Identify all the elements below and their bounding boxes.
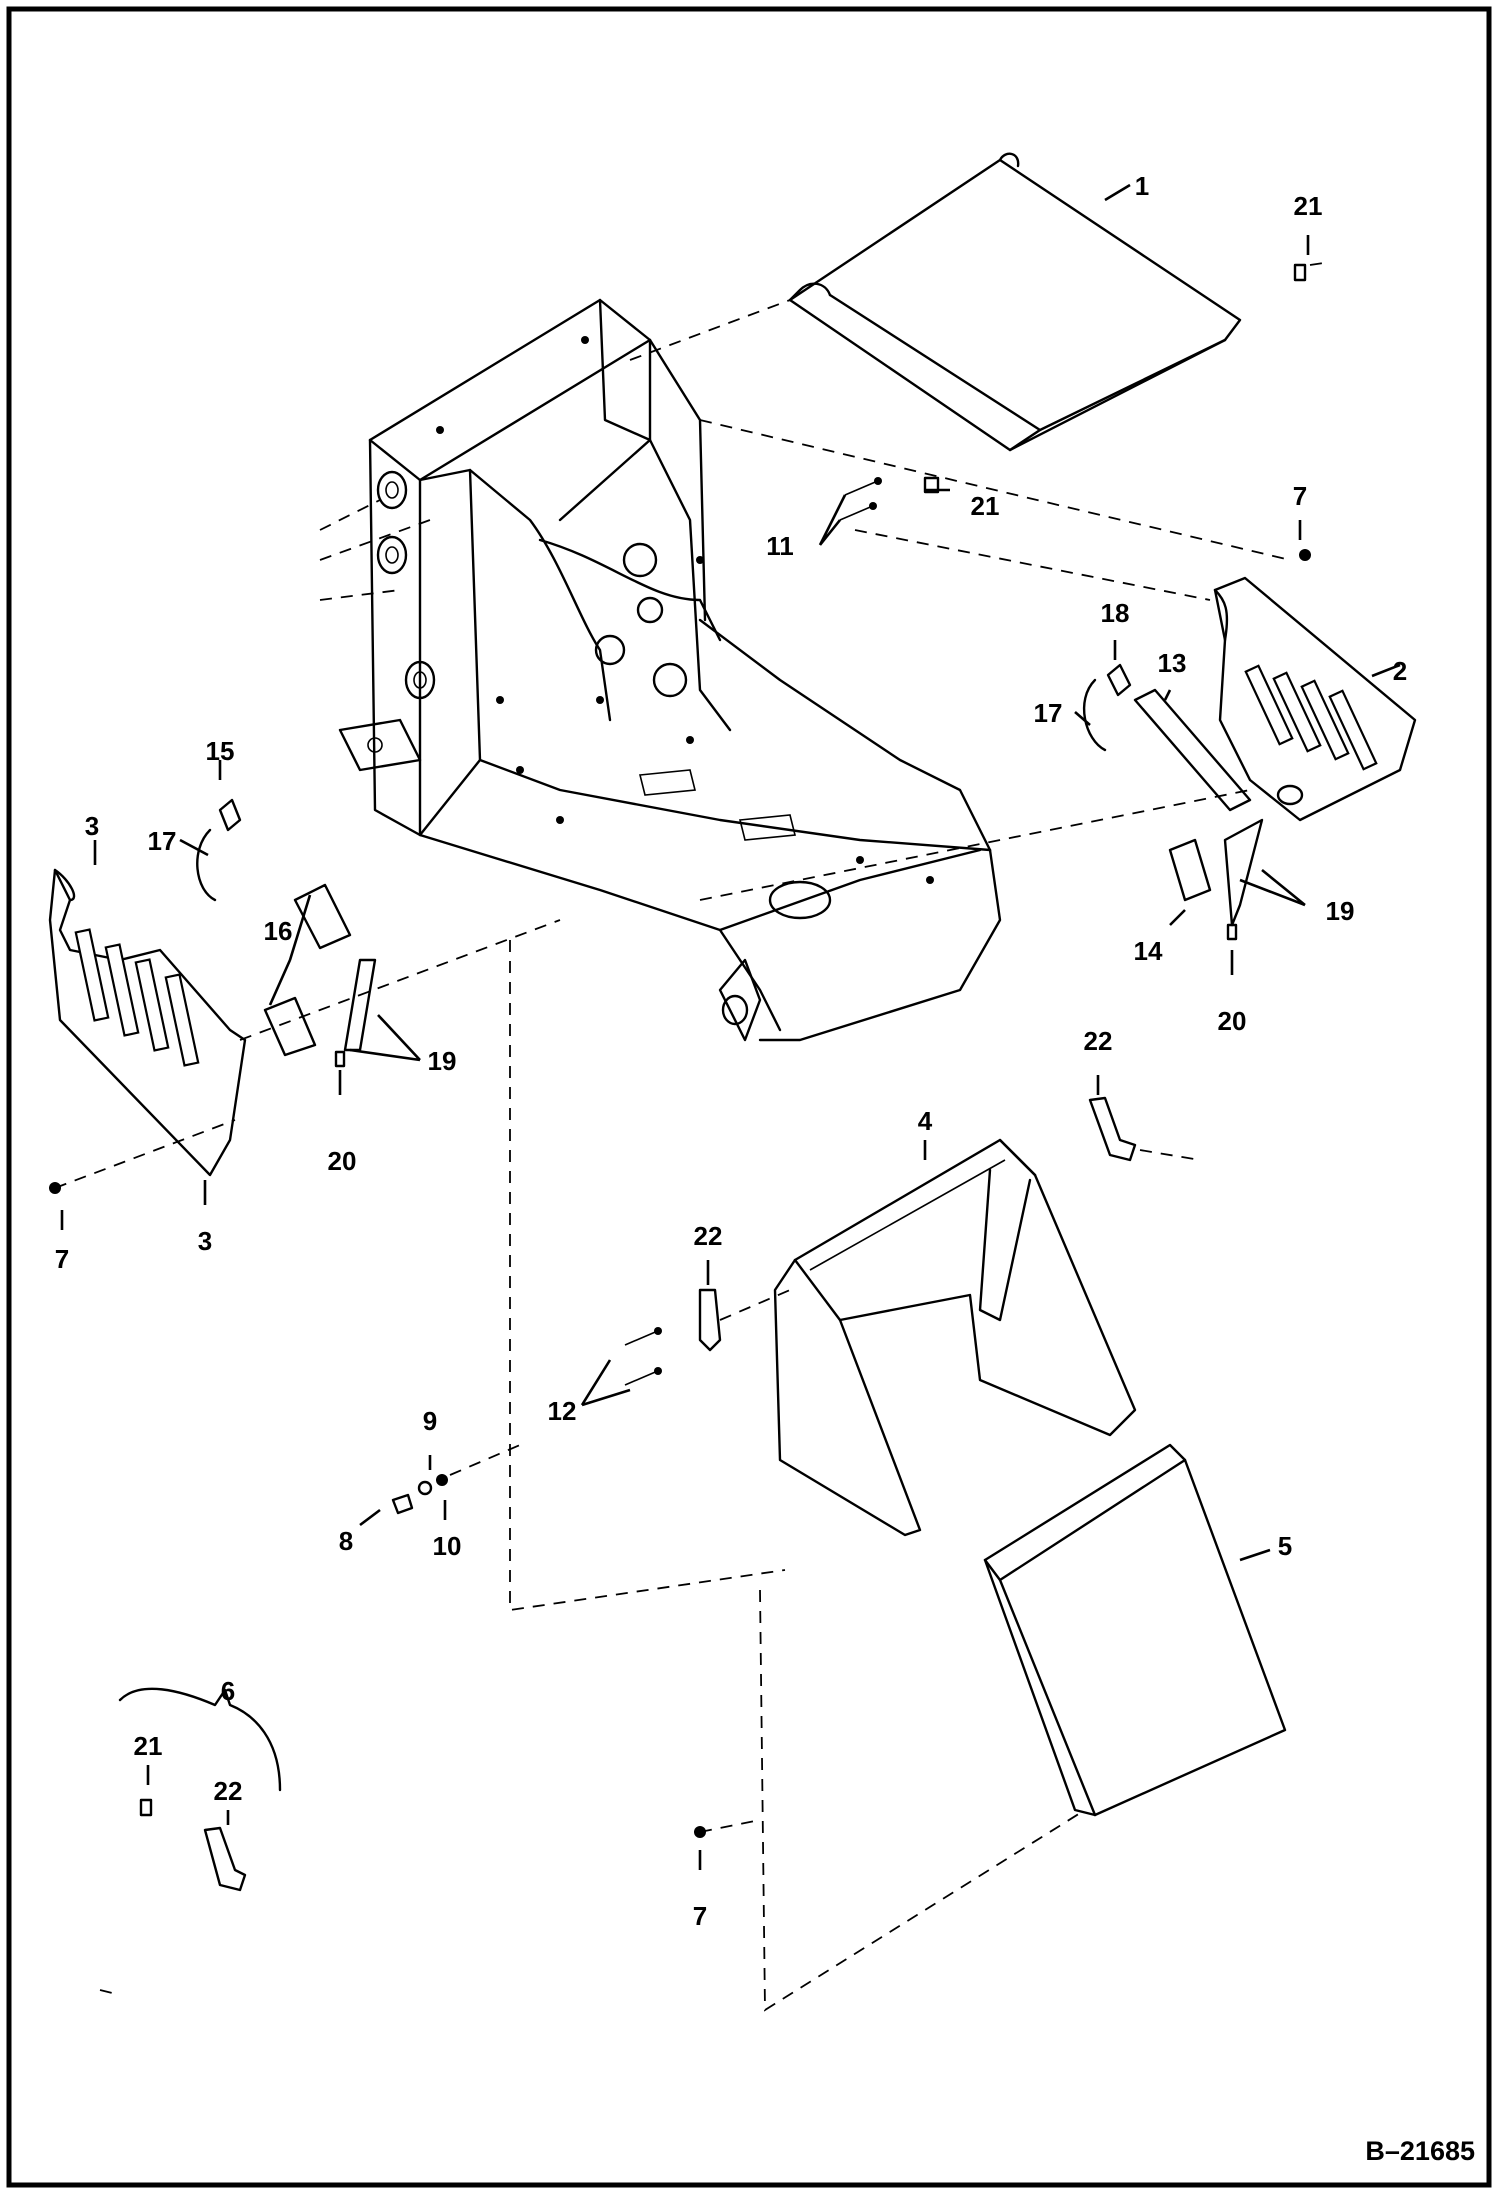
hardware xyxy=(49,263,1311,1892)
drawing-number: B–21685 xyxy=(1365,2136,1475,2166)
callout-20: 20 xyxy=(1218,1006,1247,1036)
part-5-cover-plate xyxy=(983,1443,1287,1817)
part-3-left-side-panel xyxy=(48,868,247,1177)
callout-7: 7 xyxy=(1293,481,1307,511)
callout-20: 20 xyxy=(328,1146,357,1176)
callout-13: 13 xyxy=(1158,648,1187,678)
callout-5: 5 xyxy=(1278,1531,1292,1561)
callout-8: 8 xyxy=(339,1526,353,1556)
callout-19: 19 xyxy=(1326,896,1355,926)
callout-16: 16 xyxy=(264,916,293,946)
leader-lines xyxy=(60,183,1401,1870)
callout-3: 3 xyxy=(85,811,99,841)
callout-9: 9 xyxy=(423,1406,437,1436)
callout-22: 22 xyxy=(1084,1026,1113,1056)
decals xyxy=(218,663,1252,1057)
callout-19: 19 xyxy=(428,1046,457,1076)
part-4-tent-cover xyxy=(773,1138,1137,1537)
callout-10: 10 xyxy=(433,1531,462,1561)
part-2-right-side-panel xyxy=(1213,576,1417,822)
callout-22: 22 xyxy=(214,1776,243,1806)
callout-1: 1 xyxy=(1135,171,1149,201)
callout-17: 17 xyxy=(1034,698,1063,728)
callout-6: 6 xyxy=(221,1676,235,1706)
callout-21: 21 xyxy=(971,491,1000,521)
callout-21: 21 xyxy=(134,1731,163,1761)
callout-labels: 1 21 21 11 7 2 18 13 17 14 19 20 15 3 17… xyxy=(55,171,1407,1931)
callout-17: 17 xyxy=(148,826,177,856)
callout-15: 15 xyxy=(206,736,235,766)
sheet-border xyxy=(6,6,1492,2188)
callout-21: 21 xyxy=(1294,191,1323,221)
callout-14: 14 xyxy=(1134,936,1163,966)
part-1-top-panel xyxy=(788,152,1242,452)
callout-4: 4 xyxy=(918,1106,933,1136)
callout-22: 22 xyxy=(694,1221,723,1251)
callout-12: 12 xyxy=(548,1396,577,1426)
callout-11: 11 xyxy=(766,531,794,561)
callout-18: 18 xyxy=(1101,598,1130,628)
callout-7: 7 xyxy=(55,1244,69,1274)
callout-3: 3 xyxy=(198,1226,212,1256)
callout-2: 2 xyxy=(1393,656,1407,686)
assembly-lines xyxy=(54,261,1331,2012)
callout-7: 7 xyxy=(693,1901,707,1931)
main-frame xyxy=(338,298,1002,1042)
